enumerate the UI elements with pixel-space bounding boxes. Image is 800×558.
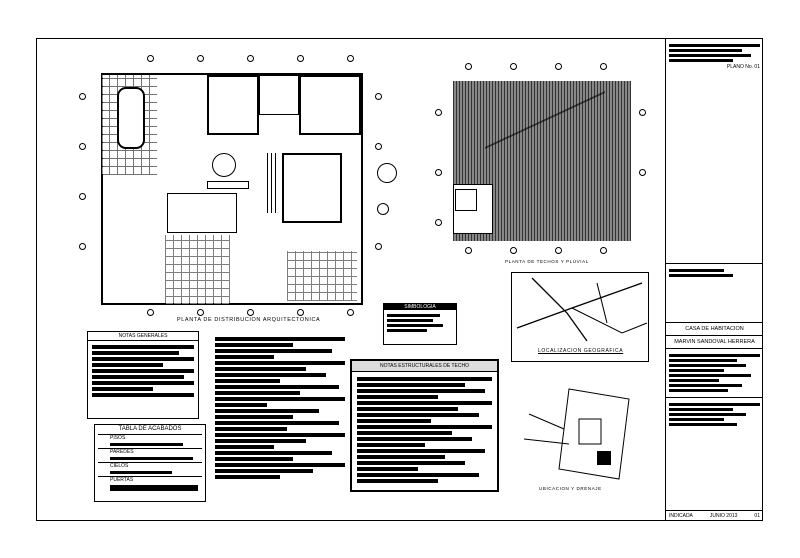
site-drawing xyxy=(523,388,630,480)
header-note: PLANO No. 01 xyxy=(726,64,760,70)
bedroom-1 xyxy=(207,75,259,135)
bathroom xyxy=(259,75,299,115)
symbols-box: SIMBOLOGIA xyxy=(383,303,457,345)
site-plan: UBICACION Y DRENAJE xyxy=(519,379,644,497)
finishes-row-0: PISOS xyxy=(98,434,202,441)
site-title: UBICACION Y DRENAJE xyxy=(539,486,602,491)
notes-text-column xyxy=(215,335,345,481)
finishes-row-2: CIELOS xyxy=(98,462,202,469)
roof-plan-title: PLANTA DE TECHOS Y PLUVIAL xyxy=(505,259,589,264)
floor-plan: PLANTA DE DISTRIBUCION ARQUITECTONICA xyxy=(79,53,397,323)
finishes-row-3: PUERTAS xyxy=(98,476,202,483)
sheet-code: 01 xyxy=(754,513,760,519)
location-roads xyxy=(516,277,648,342)
drawing-sheet: PLANTA DE DISTRIBUCION ARQUITECTONICA PL… xyxy=(36,38,763,521)
roof-plan: PLANTA DE TECHOS Y PLUVIAL xyxy=(435,59,650,269)
location-title: LOCALIZACION GEOGRAFICA xyxy=(538,348,624,354)
tree-icon xyxy=(377,163,397,183)
stairs xyxy=(267,153,277,213)
title-block: PLANO No. 01 CASA DE HABITACION MARVIN S… xyxy=(665,39,763,521)
roof-notes: NOTAS ESTRUCTURALES DE TECHO xyxy=(350,359,499,492)
owner-label: MARVIN SANDOVAL HERRERA xyxy=(674,339,755,345)
floor-plan-title: PLANTA DE DISTRIBUCION ARQUITECTONICA xyxy=(177,317,321,323)
finishes-row-1: PAREDES xyxy=(98,448,202,455)
dining-table xyxy=(212,153,236,177)
finishes-title: TABLA DE ACABADOS xyxy=(118,426,182,432)
scale-text: INDICADA xyxy=(669,513,693,519)
tree-icon-2 xyxy=(377,203,389,215)
patio-area xyxy=(165,235,230,305)
general-notes: NOTAS GENERALES xyxy=(87,331,199,419)
date-text: JUNIO 2013 xyxy=(709,513,738,519)
roof-notes-title: NOTAS ESTRUCTURALES DE TECHO xyxy=(352,361,497,372)
kitchen xyxy=(167,193,237,233)
terrace-area xyxy=(287,251,357,301)
project-label: CASA DE HABITACION xyxy=(685,326,744,332)
symbols-title: SIMBOLOGIA xyxy=(384,304,456,310)
living-room xyxy=(282,153,342,223)
car-icon xyxy=(117,87,145,149)
location-map: LOCALIZACION GEOGRAFICA xyxy=(511,272,649,362)
bedroom-2 xyxy=(299,75,361,135)
general-notes-title: NOTAS GENERALES xyxy=(88,332,198,341)
finishes-table: TABLA DE ACABADOS PISOS PAREDES CIELOS P… xyxy=(94,424,206,502)
